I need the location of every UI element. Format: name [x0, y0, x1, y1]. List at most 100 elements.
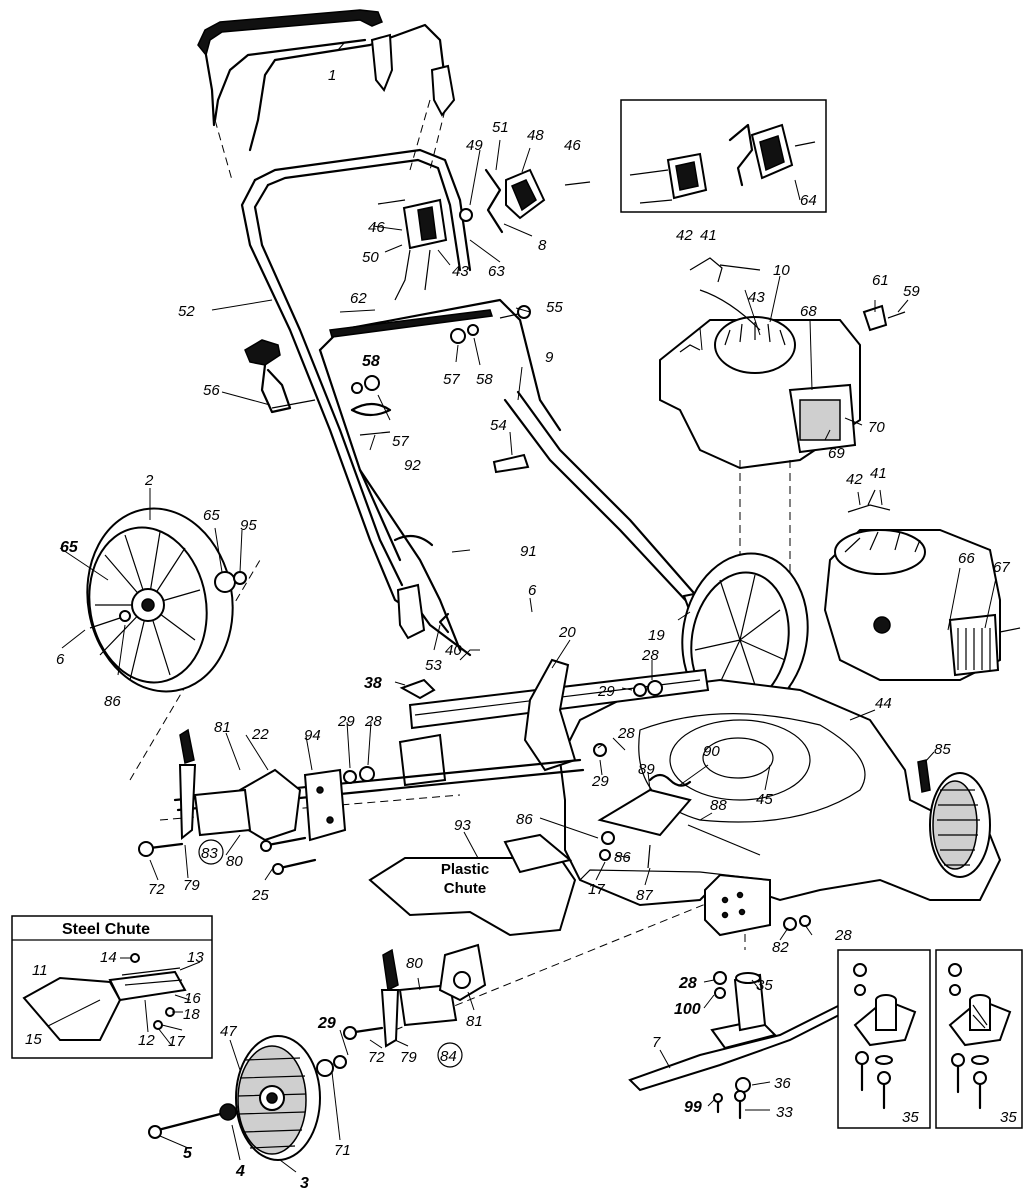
label-40: 40	[445, 642, 462, 659]
label-80a: 80	[226, 853, 243, 870]
label-49: 49	[466, 137, 483, 154]
label-43b: 43	[748, 289, 765, 306]
label-86c: 86	[614, 849, 631, 866]
label-29a: 29	[597, 683, 615, 700]
label-29b: 29	[337, 713, 355, 730]
label-20: 20	[558, 624, 576, 641]
label-92: 92	[404, 457, 421, 474]
label-62: 62	[350, 290, 367, 307]
leader-lines	[47, 41, 997, 1173]
label-70: 70	[868, 419, 885, 436]
handle-assembly	[197, 9, 714, 657]
label-25: 25	[251, 887, 269, 904]
label-82: 82	[772, 939, 789, 956]
label-85: 85	[934, 741, 951, 758]
label-7: 7	[652, 1034, 661, 1051]
label-18: 18	[183, 1006, 200, 1023]
label-36: 36	[774, 1075, 791, 1092]
label-13: 13	[187, 949, 204, 966]
label-88: 88	[710, 797, 727, 814]
label-44: 44	[875, 695, 892, 712]
label-66: 66	[958, 550, 975, 567]
label-51: 51	[492, 119, 509, 136]
label-29c: 29	[591, 773, 609, 790]
engine-lower-alternate	[823, 489, 1021, 681]
label-100: 100	[674, 1001, 701, 1018]
label-55: 55	[546, 299, 563, 316]
label-59: 59	[903, 283, 920, 300]
front-wheel-right	[917, 759, 991, 878]
label-68: 68	[800, 303, 817, 320]
label-5: 5	[183, 1145, 193, 1162]
label-87: 87	[636, 887, 653, 904]
label-42b: 42	[846, 471, 863, 488]
label-8: 8	[538, 237, 547, 254]
label-47: 47	[220, 1023, 237, 1040]
label-28d: 28	[834, 927, 852, 944]
label-84: 84	[440, 1048, 457, 1065]
label-41a: 41	[700, 227, 717, 244]
label-86a: 86	[104, 693, 121, 710]
label-52: 52	[178, 303, 195, 320]
label-67: 67	[993, 559, 1010, 576]
label-10: 10	[773, 262, 790, 279]
engine-upper-10	[659, 257, 906, 470]
label-94: 94	[304, 727, 321, 744]
label-46a: 46	[564, 137, 581, 154]
label-11: 11	[32, 962, 48, 979]
label-9: 9	[545, 349, 554, 366]
handle-crossbar-grip-62	[329, 309, 493, 338]
label-91: 91	[520, 543, 537, 560]
label-19: 19	[648, 627, 665, 644]
label-56: 56	[203, 382, 220, 399]
label-38: 38	[364, 675, 382, 692]
label-35a: 35	[756, 977, 773, 994]
label-50: 50	[362, 249, 379, 266]
label-46b: 46	[368, 219, 385, 236]
blade-assembly	[628, 915, 847, 1120]
label-15: 15	[25, 1031, 42, 1048]
label-48: 48	[527, 127, 544, 144]
label-63: 63	[488, 263, 505, 280]
label-86b: 86	[516, 811, 533, 828]
label-14: 14	[100, 949, 117, 966]
label-33: 33	[776, 1104, 793, 1121]
label-89: 89	[638, 761, 655, 778]
label-45: 45	[756, 791, 773, 808]
label-22: 22	[251, 726, 269, 743]
label-29d: 29	[317, 1015, 336, 1032]
label-90: 90	[703, 743, 720, 760]
mower-deck	[558, 678, 1002, 937]
label-16: 16	[184, 990, 201, 1007]
label-65b: 65	[60, 539, 79, 556]
label-3: 3	[300, 1175, 309, 1192]
label-6a: 6	[528, 582, 537, 599]
label-80b: 80	[406, 955, 423, 972]
label-95: 95	[240, 517, 257, 534]
label-65a: 65	[203, 507, 220, 524]
label-83: 83	[201, 845, 218, 862]
label-53: 53	[425, 657, 442, 674]
label-81b: 81	[466, 1013, 483, 1030]
label-43a: 43	[452, 263, 469, 280]
label-58b: 58	[476, 371, 493, 388]
inset-64-throttle-parts	[620, 99, 827, 213]
label-1: 1	[328, 67, 336, 84]
label-28c: 28	[617, 725, 635, 742]
label-2: 2	[144, 472, 154, 489]
label-42a: 42	[676, 227, 693, 244]
label-17b: 17	[588, 881, 605, 898]
plastic-chute-label-line1: Plastic	[441, 861, 489, 878]
label-72b: 72	[368, 1049, 385, 1066]
label-79b: 79	[400, 1049, 417, 1066]
rear-wheel-right	[681, 552, 809, 718]
rear-wheel-left	[86, 507, 247, 693]
label-35c: 35	[1000, 1109, 1017, 1126]
label-28a: 28	[641, 647, 659, 664]
label-12: 12	[138, 1032, 155, 1049]
front-wheel-left	[148, 943, 487, 1161]
adapter-variant-box-1	[837, 949, 931, 1129]
label-99: 99	[684, 1099, 702, 1116]
handle-grip	[197, 9, 383, 57]
label-41b: 41	[870, 465, 887, 482]
